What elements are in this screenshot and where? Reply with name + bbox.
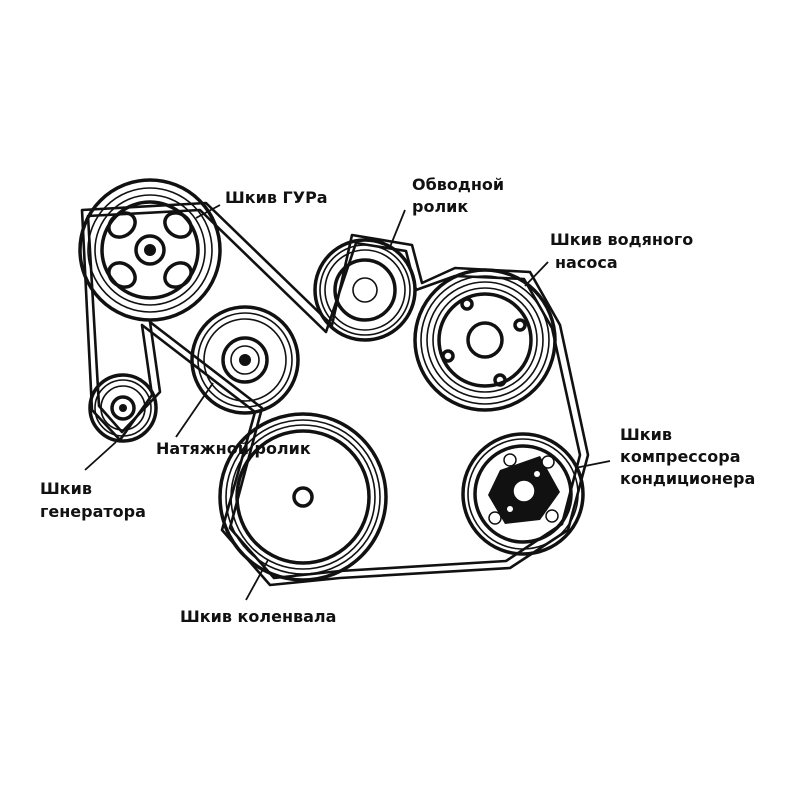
leader-power-steering xyxy=(195,204,221,219)
label-tensioner-roller: Натяжной ролик xyxy=(156,439,311,458)
ac-compressor-pulley xyxy=(461,432,585,556)
leader-generator xyxy=(84,441,117,471)
label-water-pump-line1: Шкив водяного xyxy=(550,230,693,249)
power-steering-pulley xyxy=(78,178,222,322)
label-idler-roller-line1: Обводной xyxy=(412,175,504,194)
leader-crankshaft xyxy=(245,559,269,601)
label-crankshaft-pulley: Шкив коленвала xyxy=(180,607,336,626)
label-ac-compressor-line3: кондиционера xyxy=(620,469,755,488)
leader-lines xyxy=(84,204,611,601)
leader-water-pump xyxy=(524,261,549,287)
label-water-pump-line2: насоса xyxy=(555,253,618,272)
label-power-steering-pulley: Шкив ГУРа xyxy=(225,188,328,207)
label-idler-roller-line2: ролик xyxy=(412,197,468,216)
label-ac-compressor-line1: Шкив xyxy=(620,425,672,444)
leader-ac-compressor xyxy=(574,460,611,469)
crankshaft-pulley xyxy=(218,412,388,582)
label-generator-line2: генератора xyxy=(40,502,146,521)
tensioner-roller xyxy=(190,305,300,415)
leader-idler-roller xyxy=(389,209,406,248)
leader-tensioner xyxy=(175,382,214,438)
label-ac-compressor-line2: компрессора xyxy=(620,447,741,466)
water-pump-pulley xyxy=(413,268,557,412)
generator-pulley xyxy=(88,373,158,443)
label-generator-line1: Шкив xyxy=(40,479,92,498)
idler-roller xyxy=(313,238,417,342)
